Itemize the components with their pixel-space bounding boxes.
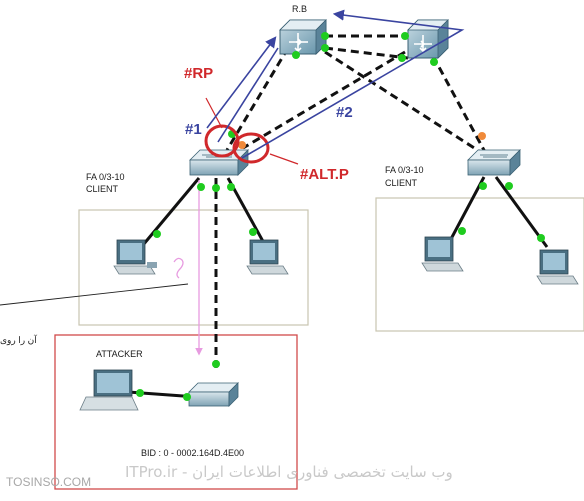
port-led-blocked: [478, 132, 486, 140]
network-links: [127, 34, 549, 399]
switch-icon: [188, 382, 239, 407]
port-led: [183, 393, 191, 401]
port-highlights: [204, 124, 270, 164]
port-led: [537, 234, 545, 242]
link-rb-to-access-left: [225, 47, 290, 151]
port-led: [212, 184, 220, 192]
switch-icon: [467, 149, 521, 176]
alternate-port-highlight: [232, 132, 270, 164]
pc-icon: [113, 239, 157, 275]
watermark-right: ITPro.ir - وب سایت تخصصی فناوری اطلاعات …: [125, 463, 453, 481]
port-led: [227, 183, 235, 191]
link-core2-to-access-left: [242, 50, 406, 150]
client-area-right: [375, 197, 584, 332]
fa-range-right: FA 0/3-10: [385, 165, 424, 175]
alt-callout-line: [269, 153, 299, 165]
fa-range-left: FA 0/3-10: [86, 172, 125, 182]
port-led: [249, 228, 257, 236]
port-led: [505, 182, 513, 190]
client-area-left: [78, 209, 309, 326]
link-core2-to-access-right: [431, 55, 487, 153]
port-led: [321, 32, 329, 40]
client-label-left: CLIENT: [86, 184, 119, 194]
path-1-label: #1: [185, 121, 202, 138]
port-led: [153, 230, 161, 238]
link-access-to-pc1: [141, 177, 201, 246]
side-note-text: آن را روی: [0, 334, 37, 346]
port-indicators: [136, 32, 545, 401]
port-led: [197, 183, 205, 191]
root-port-label: #RP: [184, 65, 213, 82]
port-led: [479, 182, 487, 190]
path-2-label: #2: [336, 104, 353, 121]
pc-icon: [536, 249, 579, 285]
port-led: [458, 227, 466, 235]
pointer-line: [0, 283, 189, 306]
port-led: [136, 389, 144, 397]
multilayer-switch-icon: [279, 19, 327, 55]
laptop-icon: [79, 369, 139, 411]
port-led: [292, 51, 300, 59]
path-1-arrow: [206, 36, 277, 129]
attack-path: [173, 180, 203, 356]
link-core-bottom: [324, 46, 409, 60]
switch-icon: [189, 149, 249, 176]
pc-icon: [421, 236, 464, 272]
pc-icon: [246, 239, 289, 275]
port-led-blocked: [238, 141, 246, 149]
attacker-label: ATTACKER: [96, 349, 143, 359]
link-rb-to-access-right: [324, 50, 483, 155]
port-led: [321, 44, 329, 52]
port-led: [212, 360, 220, 368]
attacker-area: [54, 334, 298, 490]
port-led: [430, 58, 438, 66]
watermark-left: TOSINSO.COM: [6, 475, 91, 489]
rp-callout-line: [205, 97, 223, 129]
port-led: [398, 54, 406, 62]
alternate-port-label: #ALT.P: [300, 166, 349, 183]
client-label-right: CLIENT: [385, 178, 418, 188]
path-1-arrow-return: [217, 47, 279, 143]
bridge-id-label: BID : 0 - 0002.164D.4E00: [141, 448, 244, 458]
bpdu-path-arrows: [206, 9, 465, 159]
link-access-right-to-pc3: [449, 176, 486, 240]
port-led: [401, 32, 409, 40]
path-2-arrow: [241, 9, 465, 159]
root-bridge-label: R.B: [292, 4, 307, 14]
